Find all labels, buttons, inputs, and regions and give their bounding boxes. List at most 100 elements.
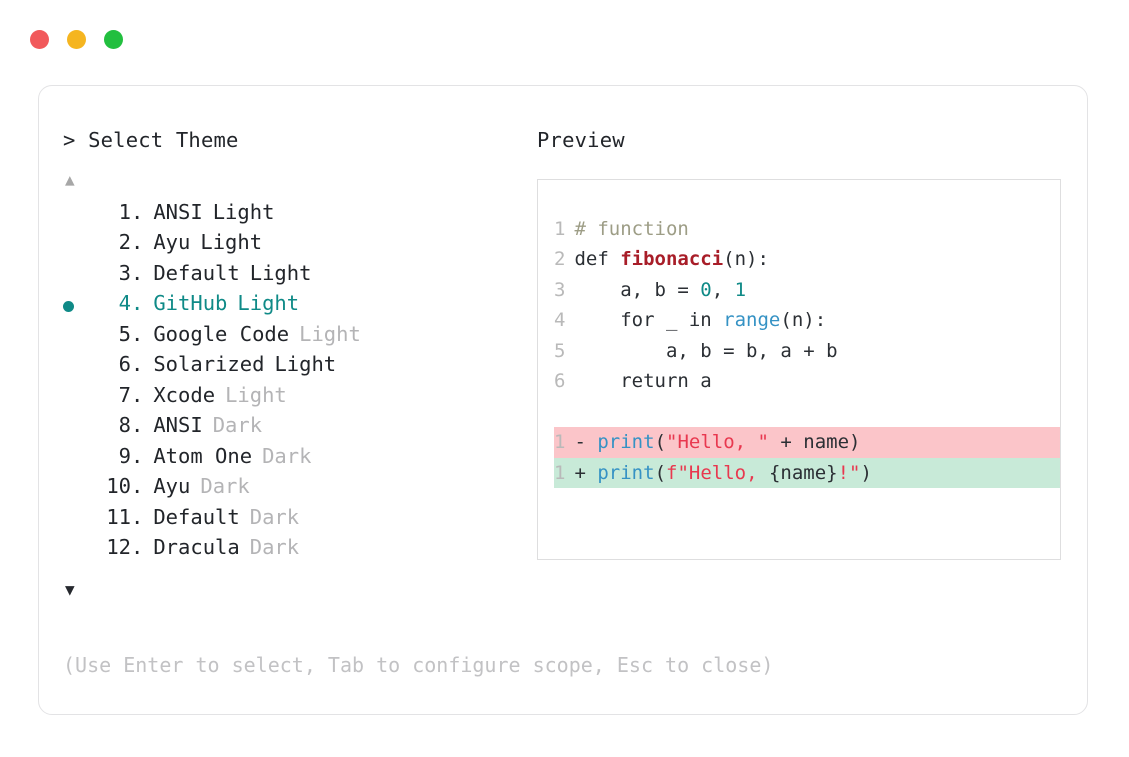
window-traffic-lights: [30, 30, 123, 49]
code-token: (n):: [723, 248, 769, 271]
code-line: 4 for _ in range(n):: [554, 305, 1060, 336]
code-token: (: [654, 461, 667, 484]
code-line-text: a, b = 0, 1: [574, 275, 746, 306]
code-token: def: [574, 248, 621, 271]
theme-list-item[interactable]: 2. Ayu Light: [63, 230, 533, 261]
theme-item-index-separator: .: [131, 260, 144, 285]
theme-item-index: 6: [118, 352, 131, 377]
code-line-number: 1: [554, 217, 566, 240]
theme-item-variant: Light: [200, 230, 263, 255]
theme-item-variant: Light: [225, 382, 287, 407]
theme-item-index-separator: .: [131, 321, 144, 346]
code-token: 1: [734, 278, 747, 301]
diff-removed-line: 1- print("Hello, " + name): [554, 427, 1060, 458]
theme-item-name: Dracula: [153, 535, 240, 560]
diff-sign: -: [574, 431, 586, 454]
theme-item-index-separator: .: [131, 291, 144, 316]
theme-item-name: Google Code: [153, 321, 290, 346]
code-token: (n):: [780, 309, 827, 332]
theme-item-index-separator: .: [131, 352, 144, 377]
theme-list-item[interactable]: 6. Solarized Light: [63, 352, 533, 383]
theme-item-name: Solarized: [153, 352, 265, 377]
theme-item-index-separator: .: [131, 230, 144, 255]
diff-added-line: 1+ print(f"Hello, {name}!"): [554, 457, 1060, 489]
code-token: !": [837, 461, 861, 484]
code-line-text: # function: [574, 214, 688, 245]
selected-bullet-icon: [63, 300, 74, 312]
code-line-text: a, b = b, a + b: [574, 336, 838, 367]
minimize-icon[interactable]: [67, 30, 86, 49]
theme-list-item[interactable]: 7. Xcode Light: [63, 383, 533, 414]
theme-item-name: Ayu: [153, 474, 191, 499]
code-line: 5 a, b = b, a + b: [554, 336, 1060, 367]
code-token: + name): [768, 431, 861, 454]
close-icon[interactable]: [30, 30, 49, 49]
code-token: for _ in: [574, 309, 724, 332]
theme-item-variant: Dark: [212, 413, 263, 438]
code-token: range: [723, 309, 781, 332]
theme-item-index: 1: [118, 199, 131, 224]
theme-item-index: 7: [118, 382, 131, 407]
theme-item-index: 8: [118, 413, 131, 438]
theme-item-name: GitHub: [153, 291, 228, 316]
scroll-down-icon[interactable]: ▼: [65, 579, 75, 599]
code-line: 1 # function: [554, 214, 1060, 245]
code-line-number: 3: [554, 278, 566, 301]
theme-item-index: 2: [118, 230, 131, 255]
theme-item-name: Ayu: [153, 230, 191, 255]
theme-item-index: 5: [118, 321, 131, 346]
theme-item-variant: Dark: [249, 535, 300, 560]
theme-item-name: Xcode: [153, 382, 216, 407]
code-token: f"Hello,: [666, 461, 769, 484]
diff-sign: +: [574, 461, 586, 484]
code-token: a, b =: [574, 278, 701, 301]
theme-item-variant: Light: [274, 352, 337, 377]
code-spacer: [554, 397, 1060, 428]
page-title: > Select Theme: [63, 128, 239, 152]
theme-item-name: Default: [153, 260, 240, 285]
theme-item-variant: Light: [249, 260, 312, 285]
theme-item-index-separator: .: [131, 504, 144, 529]
code-line: 3 a, b = 0, 1: [554, 275, 1060, 306]
maximize-icon[interactable]: [104, 30, 123, 49]
theme-item-index: 9: [118, 443, 131, 468]
theme-item-index: 11: [106, 504, 131, 529]
theme-item-variant: Light: [212, 199, 275, 224]
code-token: ,: [711, 278, 735, 301]
code-line-text: return a: [574, 366, 712, 397]
scroll-up-icon[interactable]: ▲: [65, 169, 75, 189]
code-token: ): [860, 461, 872, 484]
theme-item-name: ANSI: [153, 199, 203, 224]
theme-item-index-separator: .: [131, 382, 144, 407]
code-line-number: 6: [554, 370, 566, 393]
code-token: a, b = b, a + b: [574, 339, 838, 362]
theme-item-index-separator: .: [131, 443, 144, 468]
code-line-number: 4: [554, 309, 566, 332]
code-token: # function: [574, 217, 689, 240]
theme-item-variant: Light: [237, 291, 300, 316]
theme-item-name: Default: [153, 504, 240, 529]
theme-item-index-separator: .: [131, 413, 144, 438]
theme-item-index-separator: .: [131, 535, 144, 560]
theme-item-name: Atom One: [153, 443, 253, 468]
selection-bullet-slot: [63, 300, 93, 312]
code-token: return a: [574, 370, 712, 393]
code-line-text: def fibonacci(n):: [574, 244, 768, 275]
preview-title: Preview: [537, 128, 625, 152]
code-token: fibonacci: [620, 248, 724, 271]
